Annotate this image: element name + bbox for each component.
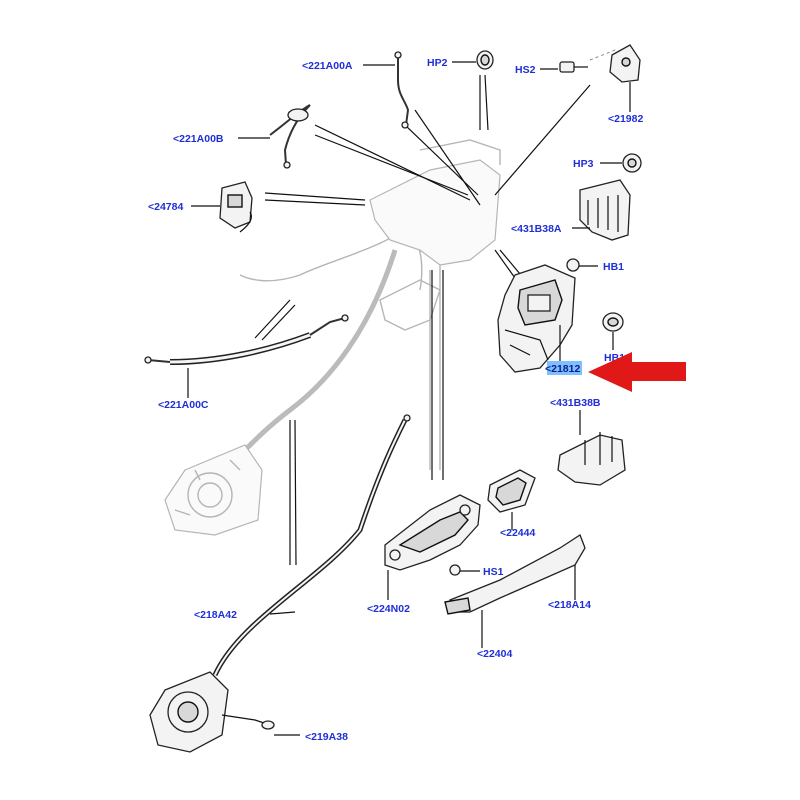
label-22444: <22444 bbox=[500, 527, 535, 539]
cable-221A00B bbox=[238, 104, 311, 169]
bracket-21982 bbox=[609, 44, 641, 112]
bolt-HB1-top bbox=[566, 258, 598, 272]
screw-HS1 bbox=[449, 564, 480, 576]
label-22404: <22404 bbox=[477, 648, 512, 660]
label-HS1: HS1 bbox=[483, 566, 504, 578]
actuator-219A38 bbox=[149, 671, 300, 753]
motor-24784 bbox=[191, 181, 253, 233]
frame-224N02 bbox=[384, 494, 481, 600]
label-24784: <24784 bbox=[148, 201, 183, 213]
label-221A00C: <221A00C bbox=[158, 399, 209, 411]
gasket-22444 bbox=[487, 469, 536, 530]
cover-431B38B bbox=[557, 410, 626, 486]
plug-HP2 bbox=[452, 50, 494, 70]
label-221A00B: <221A00B bbox=[173, 133, 224, 145]
ghost-door-assembly bbox=[164, 139, 501, 536]
label-224N02: <224N02 bbox=[367, 603, 410, 615]
plug-HP3 bbox=[600, 153, 642, 173]
label-431B38A: <431B38A bbox=[511, 223, 562, 235]
label-218A14: <218A14 bbox=[548, 599, 591, 611]
ghost-lock-module bbox=[164, 444, 263, 536]
label-431B38B: <431B38B bbox=[550, 397, 601, 409]
callout-labels: <221A00A HP2 HS2 <21982 <221A00B HP3 <24… bbox=[148, 57, 643, 743]
label-HB1-top: HB1 bbox=[603, 261, 624, 273]
label-21982: <21982 bbox=[608, 113, 643, 125]
cable-221A00C bbox=[144, 314, 349, 398]
label-21812: <21812 bbox=[545, 363, 580, 375]
label-21812-highlight bbox=[547, 361, 582, 375]
rod-221A00A bbox=[363, 51, 410, 129]
cover-431B38A bbox=[572, 179, 631, 241]
label-HP2: HP2 bbox=[427, 57, 448, 69]
label-219A38: <219A38 bbox=[305, 731, 348, 743]
label-HP3: HP3 bbox=[573, 158, 594, 170]
label-HS2: HS2 bbox=[515, 64, 536, 76]
cable-218A42 bbox=[212, 414, 411, 677]
handle-22404 bbox=[444, 534, 586, 648]
label-221A00A: <221A00A bbox=[302, 60, 353, 72]
red-pointer-arrow-icon bbox=[588, 352, 686, 392]
latch-21812 bbox=[497, 264, 576, 373]
bolt-HB1-right bbox=[602, 312, 624, 350]
label-218A42: <218A42 bbox=[194, 609, 237, 621]
screw-HS2 bbox=[540, 49, 616, 73]
